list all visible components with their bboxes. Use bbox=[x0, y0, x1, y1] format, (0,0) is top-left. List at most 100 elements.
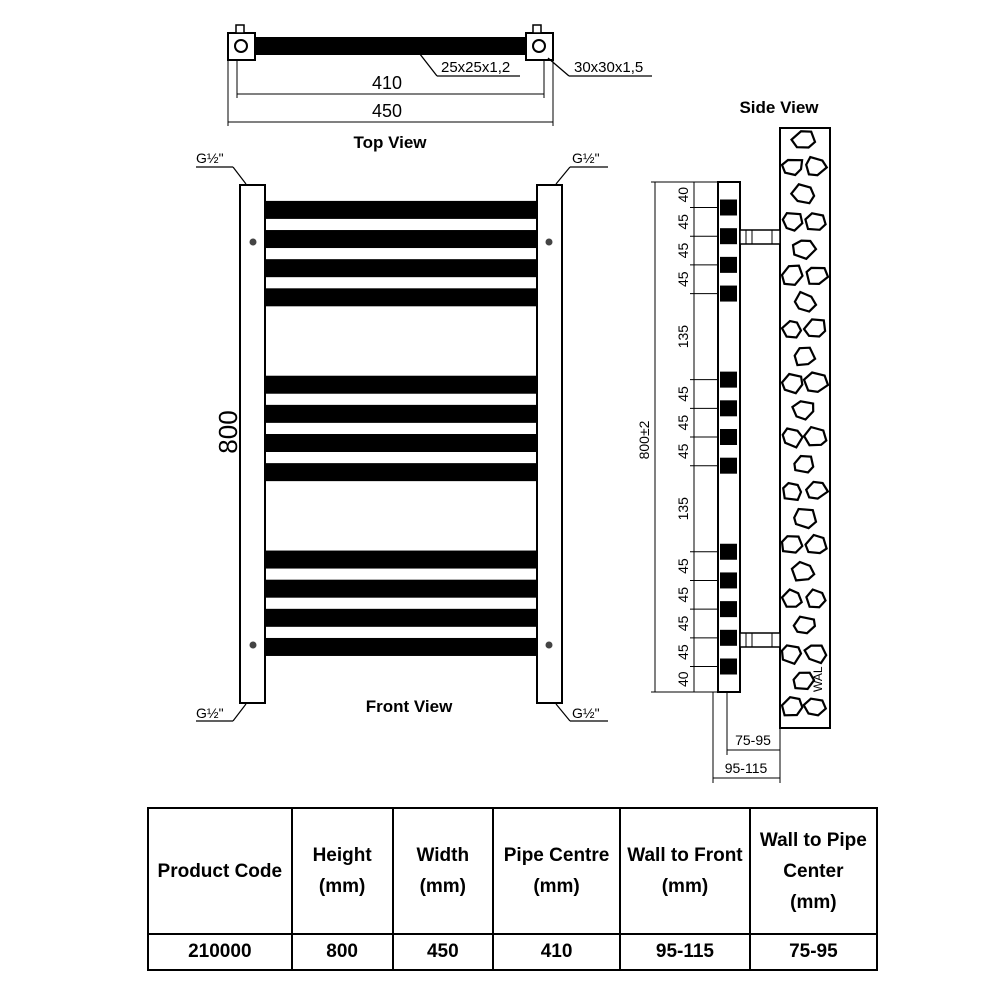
value-product-code: 210000 bbox=[147, 933, 293, 971]
rail-section-label: 25x25x1,2 bbox=[441, 59, 510, 76]
side-bar-section bbox=[720, 457, 737, 474]
front-view: G½" G½" G½" G½" 800 Front View bbox=[196, 150, 608, 722]
top-wall-bracket bbox=[739, 229, 781, 245]
wall-stone bbox=[782, 481, 803, 502]
wall-stone bbox=[780, 158, 804, 177]
post-section-label: 30x30x1,5 bbox=[574, 59, 643, 76]
dim-450-label: 450 bbox=[372, 101, 402, 121]
left-post-hole bbox=[234, 39, 248, 53]
spacing-label: 45 bbox=[675, 558, 691, 574]
side-bar-section bbox=[720, 601, 737, 618]
side-bar-section bbox=[720, 371, 737, 388]
spacing-label: 45 bbox=[675, 644, 691, 660]
wall-stone bbox=[790, 130, 817, 149]
spec-table-header-row: Product Code Height (mm) Width (mm) Pipe… bbox=[147, 807, 879, 935]
side-view: Side View WAL 800±2 40454545135454545135… bbox=[636, 98, 831, 783]
connection-bottom-left: G½" bbox=[196, 705, 224, 721]
header-wall-to-pipe-center: Wall to Pipe Center (mm) bbox=[748, 807, 879, 935]
wall-stone bbox=[793, 454, 815, 474]
left-post-cap bbox=[235, 24, 245, 34]
side-bar-section bbox=[720, 228, 737, 245]
spacing-label: 45 bbox=[675, 386, 691, 402]
wall-stone bbox=[804, 480, 830, 500]
towel-bar bbox=[265, 375, 537, 394]
header-height: Height (mm) bbox=[290, 807, 394, 935]
wall-stone bbox=[780, 696, 804, 717]
towel-bar bbox=[265, 579, 537, 598]
side-bar-section bbox=[720, 256, 737, 273]
fixing-screw bbox=[545, 641, 553, 649]
wall-stone bbox=[802, 371, 830, 394]
wall-to-pipe-label: 75-95 bbox=[735, 732, 771, 748]
towel-bar bbox=[265, 230, 537, 249]
spacing-label: 45 bbox=[675, 587, 691, 603]
wall-stone bbox=[804, 533, 828, 555]
towel-bar bbox=[265, 550, 537, 569]
left-post bbox=[239, 184, 266, 704]
wall-stone bbox=[802, 318, 827, 338]
overall-height-label: 800±2 bbox=[636, 420, 652, 459]
side-bar-section bbox=[720, 285, 737, 302]
wall-stone bbox=[803, 644, 828, 665]
wall-stone bbox=[805, 266, 830, 286]
side-bar-section bbox=[720, 543, 737, 560]
spacing-label: 45 bbox=[675, 271, 691, 287]
connection-bottom-right: G½" bbox=[572, 705, 600, 721]
right-post-hole bbox=[532, 39, 546, 53]
side-bar-section bbox=[720, 572, 737, 589]
side-bar-section bbox=[720, 400, 737, 417]
wall-stone bbox=[793, 507, 818, 530]
wall-stone bbox=[793, 290, 818, 313]
fixing-screw bbox=[249, 641, 257, 649]
towel-bars bbox=[265, 200, 537, 656]
wall-stone bbox=[780, 264, 804, 286]
right-post bbox=[536, 184, 563, 704]
post-section-leader bbox=[547, 57, 570, 77]
side-bar-section bbox=[720, 429, 737, 445]
fixing-screw bbox=[249, 238, 257, 246]
wall-stone bbox=[789, 183, 816, 205]
value-width: 450 bbox=[391, 933, 494, 971]
dim-410-label: 410 bbox=[372, 73, 402, 93]
value-pipe-centre: 410 bbox=[491, 933, 622, 971]
spacing-label: 45 bbox=[675, 415, 691, 431]
bottom-wall-bracket bbox=[739, 632, 781, 648]
header-wall-to-front: Wall to Front (mm) bbox=[619, 807, 751, 935]
value-height: 800 bbox=[290, 933, 394, 971]
wall-stone bbox=[781, 211, 804, 232]
side-bar-section bbox=[720, 629, 737, 646]
towel-bar bbox=[265, 463, 537, 482]
side-bar-section bbox=[720, 658, 737, 675]
wall-stone bbox=[792, 615, 817, 635]
wall-stone bbox=[780, 588, 804, 608]
wall-stone bbox=[802, 425, 828, 447]
top-view-title: Top View bbox=[353, 133, 427, 152]
value-wall-to-pipe-center: 75-95 bbox=[748, 933, 879, 971]
header-pipe-centre: Pipe Centre (mm) bbox=[491, 807, 622, 935]
header-product-code: Product Code bbox=[147, 807, 293, 935]
wall-stone-pattern bbox=[780, 130, 830, 717]
spacing-label: 135 bbox=[675, 325, 691, 349]
towel-bar bbox=[265, 200, 537, 219]
wall-stone bbox=[791, 239, 818, 261]
connection-top-right: G½" bbox=[572, 150, 600, 166]
spec-table-value-row: 210000 800 450 410 95-115 75-95 bbox=[147, 933, 879, 971]
spacing-label: 45 bbox=[675, 243, 691, 259]
wall-stone bbox=[805, 588, 827, 609]
header-width: Width (mm) bbox=[391, 807, 494, 935]
wall-stone bbox=[781, 427, 804, 449]
spacing-label: 45 bbox=[675, 615, 691, 631]
towel-bar bbox=[265, 637, 537, 656]
spacing-label: 45 bbox=[675, 214, 691, 230]
wall-stone bbox=[792, 671, 816, 691]
spacing-label: 40 bbox=[675, 187, 691, 203]
wall-stone bbox=[780, 644, 803, 666]
connection-top-left: G½" bbox=[196, 150, 224, 166]
top-view: 25x25x1,2 30x30x1,5 410 450 Top View bbox=[227, 24, 652, 152]
wall-stone bbox=[780, 319, 803, 339]
towel-bar bbox=[265, 288, 537, 307]
wall-stone bbox=[780, 535, 804, 554]
wall-stone bbox=[793, 346, 817, 367]
